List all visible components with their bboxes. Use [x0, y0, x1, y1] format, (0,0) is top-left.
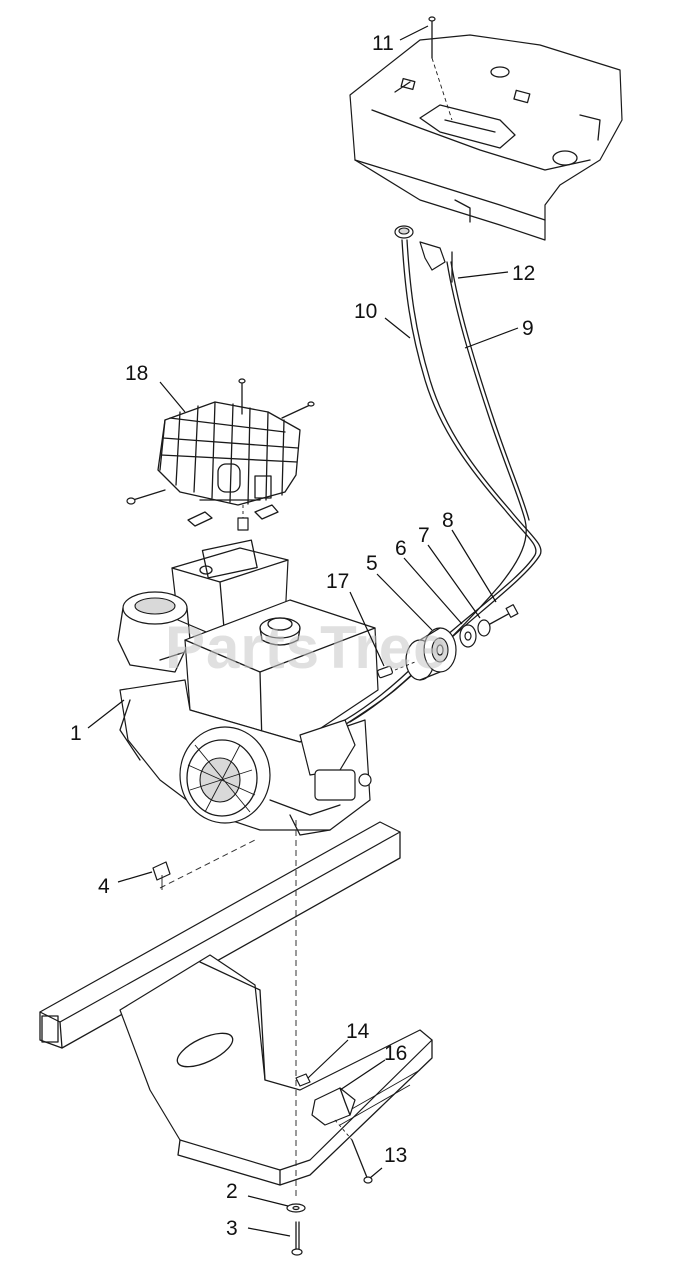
- axis-4: [159, 839, 256, 889]
- frame: [39, 821, 433, 1186]
- hardware-lower: [295, 1073, 373, 1184]
- nut-4: [152, 861, 171, 890]
- callout-3: 3: [226, 1217, 238, 1240]
- watermark-text: PartsTree: [165, 614, 448, 681]
- callout-1: 1: [70, 722, 82, 745]
- callout-5: 5: [366, 552, 378, 575]
- callout-8: 8: [442, 509, 454, 532]
- callout-18: 18: [125, 362, 148, 385]
- callout-14: 14: [346, 1020, 370, 1043]
- hardware-bottom: [286, 1203, 306, 1256]
- screw-11: [428, 16, 436, 59]
- guard-bolts: [126, 378, 315, 531]
- engine-1: [117, 539, 379, 836]
- callout-13: 13: [384, 1144, 407, 1167]
- callout-11: 11: [372, 32, 394, 55]
- guard-18: [157, 401, 301, 506]
- callout-2: 2: [226, 1180, 238, 1203]
- cables: [299, 225, 542, 741]
- pulley-stack: [377, 604, 519, 681]
- callout-6: 6: [395, 537, 407, 560]
- callouts: 11 12 10 9 18 8 7 6 5 17 1 4 14: [70, 25, 535, 1240]
- callout-16: 16: [384, 1042, 407, 1065]
- callout-9: 9: [522, 317, 534, 340]
- callout-7: 7: [418, 524, 430, 547]
- callout-4: 4: [98, 875, 110, 898]
- callout-17: 17: [326, 570, 349, 593]
- callout-12: 12: [512, 262, 535, 285]
- control-panel: [349, 34, 623, 241]
- callout-10: 10: [354, 300, 377, 323]
